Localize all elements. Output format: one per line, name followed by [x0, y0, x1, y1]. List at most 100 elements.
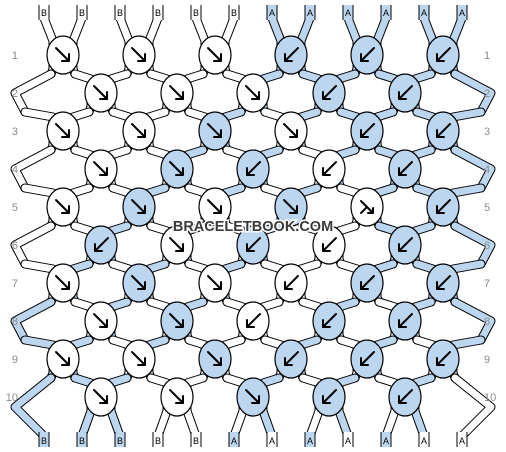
arrow-se-icon [93, 161, 108, 176]
strand-label-top: B [79, 8, 85, 18]
knot-r10-k3 [236, 377, 270, 417]
arrow-sw-icon [360, 47, 375, 62]
strand-label-bottom: A [345, 436, 351, 446]
arrow-sw-icon [398, 313, 413, 328]
strand-label-bottom: A [421, 436, 427, 446]
knot-r4-k1 [84, 149, 118, 189]
knot-r8-k5 [388, 301, 422, 341]
strand-label-top: B [155, 8, 161, 18]
row-label-left: 10 [6, 392, 18, 404]
knot-r2-k2 [160, 73, 194, 113]
knot-r6-k4 [312, 225, 346, 265]
row-label-right: 9 [484, 354, 490, 366]
row-label-left: 1 [12, 50, 18, 62]
arrow-se-icon [245, 389, 260, 404]
strand-label-top: B [193, 8, 199, 18]
knot-r2-k4 [312, 73, 346, 113]
arrow-sw-icon [398, 237, 413, 252]
arrow-se-icon [169, 85, 184, 100]
strand-label-bottom: A [383, 436, 389, 446]
knot-r5-k5 [350, 187, 384, 227]
arrow-sw-icon [322, 237, 337, 252]
row-label-left: 7 [12, 278, 18, 290]
arrow-se-icon [169, 389, 184, 404]
strand-segment [451, 70, 495, 116]
knot-grid [46, 35, 460, 417]
row-label-right: 3 [484, 126, 490, 138]
arrow-sw-icon [436, 123, 451, 138]
arrow-sw-icon [284, 47, 299, 62]
arrow-sw-icon [360, 351, 375, 366]
knot-r6-k5 [388, 225, 422, 265]
arrow-sw-icon [322, 389, 337, 404]
row-label-left: 3 [12, 126, 18, 138]
strand-label-top: B [41, 8, 47, 18]
row-label-right: 10 [484, 392, 496, 404]
strand-label-bottom: A [307, 436, 313, 446]
strand-label-top: B [117, 8, 123, 18]
knot-r5-k6 [426, 187, 460, 227]
knot-r9-k5 [350, 339, 384, 379]
strand-segment [451, 374, 495, 440]
arrow-se-icon [169, 313, 184, 328]
knot-r9-k3 [198, 339, 232, 379]
row-label-left: 6 [12, 240, 18, 252]
arrow-sw-icon [322, 85, 337, 100]
knot-r8-k2 [160, 301, 194, 341]
knot-r9-k6 [426, 339, 460, 379]
strand-label-bottom: B [155, 436, 161, 446]
arrow-se-icon [55, 47, 70, 62]
knot-r1-k1 [46, 35, 80, 75]
knot-r9-k1 [46, 339, 80, 379]
strand-segment [451, 222, 495, 268]
knot-r4-k3 [236, 149, 270, 189]
row-label-right: 4 [484, 164, 490, 176]
row-label-left: 2 [12, 88, 18, 100]
strand-segment [11, 298, 55, 344]
strand-segment [11, 70, 55, 116]
knot-r4-k4 [312, 149, 346, 189]
strand-label-top: B [231, 8, 237, 18]
arrow-se-icon [93, 389, 108, 404]
knot-r2-k5 [388, 73, 422, 113]
knot-r3-k6 [426, 111, 460, 151]
row-label-right: 2 [484, 88, 490, 100]
strand-label-bottom: A [269, 436, 275, 446]
arrow-sw-icon [284, 275, 299, 290]
knot-r1-k4 [274, 35, 308, 75]
row-label-right: 5 [484, 202, 490, 214]
arrow-sw-icon [360, 275, 375, 290]
arrow-se-icon [131, 199, 146, 214]
knot-r2-k3 [236, 73, 270, 113]
knot-r3-k3 [198, 111, 232, 151]
knot-r8-k3 [236, 301, 270, 341]
knot-r3-k5 [350, 111, 384, 151]
arrow-se-icon [283, 199, 298, 214]
arrow-sw-icon [284, 351, 299, 366]
strand-label-bottom: B [79, 436, 85, 446]
knot-r8-k1 [84, 301, 118, 341]
strand-label-top: A [269, 8, 275, 18]
knot-r3-k1 [46, 111, 80, 151]
arrow-se-icon [169, 237, 184, 252]
row-label-right: 8 [484, 316, 490, 328]
arrow-sw-icon [436, 275, 451, 290]
knot-r6-k2 [160, 225, 194, 265]
strand-segment [11, 374, 55, 440]
knot-r5-k4 [274, 187, 308, 227]
arrow-se-icon [245, 85, 260, 100]
knot-r3-k2 [122, 111, 156, 151]
arrow-se-icon [207, 199, 222, 214]
knot-r2-k1 [84, 73, 118, 113]
arrow-sw-icon [398, 161, 413, 176]
knot-r7-k3 [198, 263, 232, 303]
knot-r3-k4 [274, 111, 308, 151]
arrow-se-icon [207, 351, 222, 366]
strand-segment [451, 146, 495, 192]
arrow-se-icon [131, 47, 146, 62]
knot-r1-k2 [122, 35, 156, 75]
knot-r6-k3 [236, 225, 270, 265]
knot-r10-k4 [312, 377, 346, 417]
knot-r1-k6 [426, 35, 460, 75]
